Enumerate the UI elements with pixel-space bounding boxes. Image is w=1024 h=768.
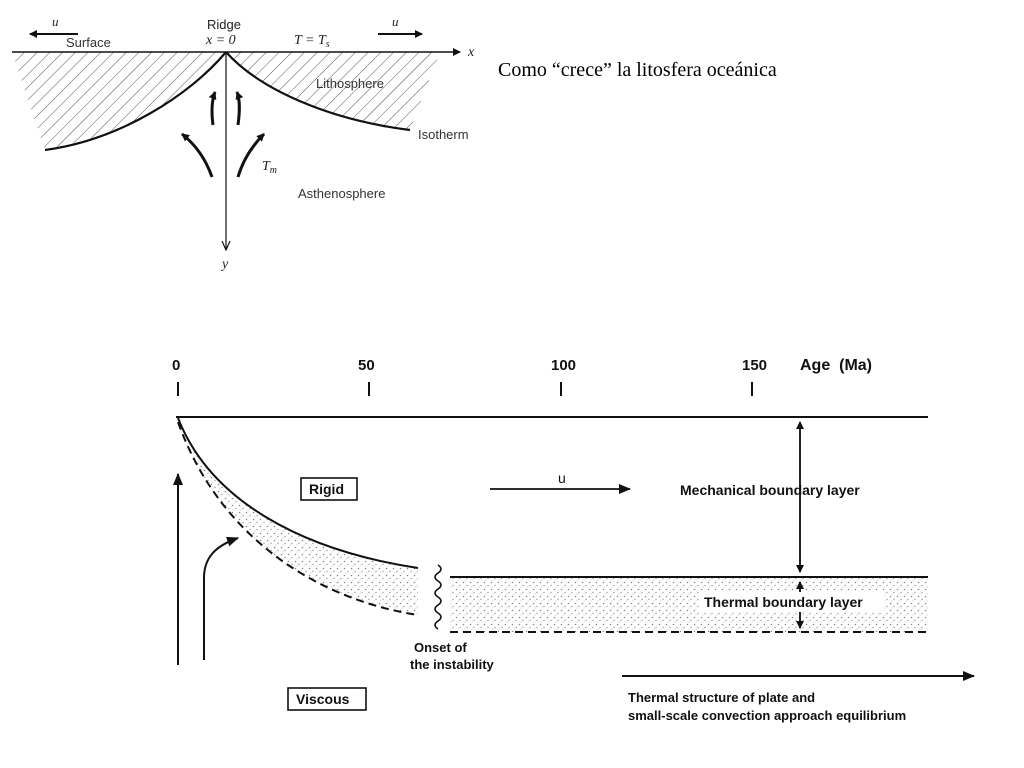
upwelling-arrow <box>208 91 217 126</box>
upwelling-arrow <box>235 91 244 126</box>
upwelling-arrow <box>236 132 266 178</box>
velocity-right-label: u <box>392 14 399 29</box>
ridge-diagram: Ridge x = 0 Surface u u T = Ts x y Litho… <box>12 14 475 272</box>
rigid-box <box>300 477 358 501</box>
viscous-label: Viscous <box>296 691 350 707</box>
age-tick-label: 100 <box>551 357 576 374</box>
equilibrium-label-line1: Thermal structure of plate and <box>628 690 815 705</box>
upwelling-arrow <box>181 132 214 178</box>
instability-squiggle <box>434 564 442 630</box>
plate-velocity-label: u <box>558 470 566 486</box>
age-tick-label: 150 <box>742 357 767 374</box>
viscous-box <box>287 687 367 711</box>
age-tick-label: 0 <box>172 357 180 374</box>
plate-evolution-diagram: 0 50 100 150 Age (Ma) <box>172 357 975 723</box>
slide-caption: Como “crece” la litosfera oceánica <box>498 59 777 81</box>
onset-label-line2: the instability <box>410 657 495 672</box>
upwelling-arrow <box>203 536 239 660</box>
rigid-label: Rigid <box>309 481 344 497</box>
isotherm-right <box>225 51 411 132</box>
ridge-label: Ridge <box>207 17 241 32</box>
velocity-left-label: u <box>52 14 59 29</box>
thermal-boundary-curve <box>177 421 419 616</box>
surface-label: Surface <box>66 35 111 50</box>
y-axis-label: y <box>220 257 229 272</box>
lithosphere-region <box>12 52 440 150</box>
mechanical-boundary-curve <box>177 417 419 569</box>
age-axis: 0 50 100 150 Age (Ma) <box>172 357 872 396</box>
mantle-temp-label: Tm <box>262 159 277 176</box>
surface-temp-label: T = Ts <box>294 33 330 50</box>
isotherm-label: Isotherm <box>418 127 469 142</box>
lithosphere-label: Lithosphere <box>316 76 384 91</box>
thermal-layer-label-bg <box>700 592 884 612</box>
thermal-layer-fill-left <box>178 418 418 615</box>
x-axis-label: x <box>467 45 475 60</box>
isotherm-left <box>44 51 227 152</box>
age-tick-label: 50 <box>358 357 375 374</box>
ridge-x-label: x = 0 <box>205 33 236 48</box>
equilibrium-label-line2: small-scale convection approach equilibr… <box>628 708 906 723</box>
thermal-layer-label: Thermal boundary layer <box>704 594 863 610</box>
mechanical-layer-label: Mechanical boundary layer <box>680 482 860 498</box>
asthenosphere-label: Asthenosphere <box>298 186 385 201</box>
onset-label-line1: Onset of <box>414 640 467 655</box>
age-axis-label: Age (Ma) <box>800 357 872 374</box>
